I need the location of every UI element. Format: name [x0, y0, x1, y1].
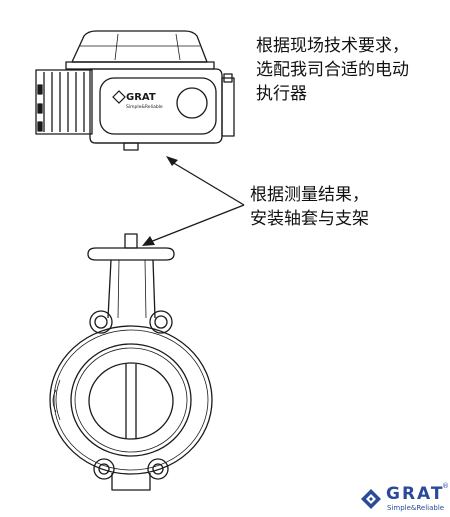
valve-disc: [88, 362, 174, 440]
actuator-note-line-1: 根据现场技术要求，: [256, 36, 409, 56]
actuator-tagline-text: Simple&Reliable: [126, 104, 163, 110]
valve-seat: [70, 343, 192, 457]
valve-stem: [124, 233, 138, 249]
valve-lug-top-left: [89, 310, 113, 334]
grat-brand-logo: GRAT ® Simple&Reliable: [360, 482, 449, 514]
position-indicator-window: [176, 87, 208, 119]
arrow-head-actuator: [166, 156, 178, 166]
grat-logo-mark-small: [112, 90, 126, 104]
bracket-note-line-1: 根据测量结果，: [250, 185, 369, 205]
actuator-brand-text: GRAT: [126, 92, 156, 103]
actuator-housing: [89, 68, 223, 144]
actuator-cooling-fins: [35, 69, 93, 135]
actuator-nameplate: [99, 77, 217, 135]
actuator-selection-note: 根据现场技术要求， 选配我司合适的电动 执行器: [256, 34, 409, 106]
valve-neck: [107, 259, 156, 319]
actuator-top-cover: [71, 30, 208, 63]
bracket-note-line-2: 安装轴套与支架: [250, 209, 369, 229]
valve-body: [49, 325, 213, 475]
electric-actuator: [35, 30, 235, 151]
valve-lug-top-right: [149, 310, 173, 334]
butterfly-valve: [49, 233, 213, 491]
actuator-nameplate-logo: GRAT Simple&Reliable: [112, 90, 163, 110]
leader-lines: [149, 161, 245, 243]
arrow-head-stem: [142, 236, 155, 246]
valve-top-flange: [87, 247, 175, 261]
bracket-installation-note: 根据测量结果， 安装轴套与支架: [250, 183, 369, 231]
registered-mark: ®: [442, 482, 449, 490]
brand-tagline: Simple&Reliable: [387, 504, 445, 512]
brand-name: GRAT: [386, 484, 445, 504]
valve-lug-bottom-right: [147, 458, 169, 480]
grat-logo-mark-icon: [361, 489, 381, 509]
valve-lug-bottom-left: [93, 458, 115, 480]
actuator-output-shaft: [123, 142, 139, 151]
actuator-note-line-2: 选配我司合适的电动: [256, 60, 409, 80]
actuator-note-line-3: 执行器: [256, 84, 307, 104]
